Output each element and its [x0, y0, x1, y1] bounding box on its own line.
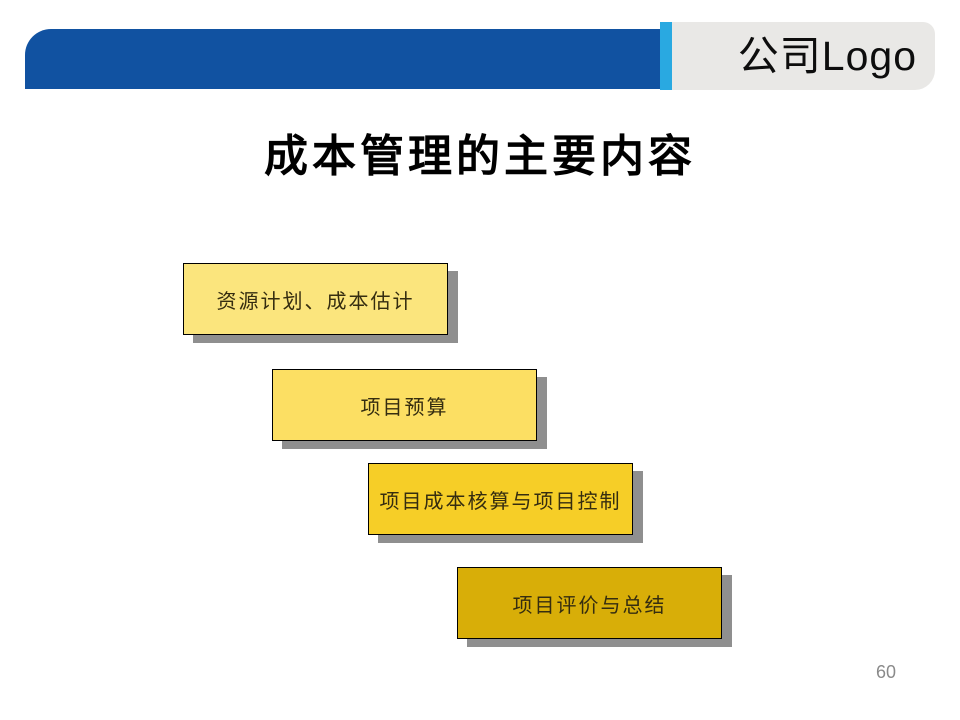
- step-box-resource-planning: 资源计划、成本估计: [183, 263, 448, 335]
- step-label: 资源计划、成本估计: [216, 290, 415, 313]
- page-number: 60: [876, 662, 897, 682]
- step-label: 项目预算: [360, 396, 449, 419]
- header-blue-bar: [25, 29, 660, 89]
- logo-area: 公司Logo: [672, 22, 935, 90]
- step-box-project-budget: 项目预算: [272, 369, 537, 441]
- step-label: 项目评价与总结: [512, 594, 667, 617]
- step-box-evaluation-summary: 项目评价与总结: [457, 567, 722, 639]
- header-banner: 公司Logo: [25, 22, 935, 90]
- company-logo-text: 公司Logo: [737, 33, 917, 79]
- step-box-cost-accounting-control: 项目成本核算与项目控制: [368, 463, 633, 535]
- step-label: 项目成本核算与项目控制: [379, 490, 622, 513]
- header-accent-stripe: [660, 22, 672, 90]
- slide-title: 成本管理的主要内容: [264, 132, 696, 181]
